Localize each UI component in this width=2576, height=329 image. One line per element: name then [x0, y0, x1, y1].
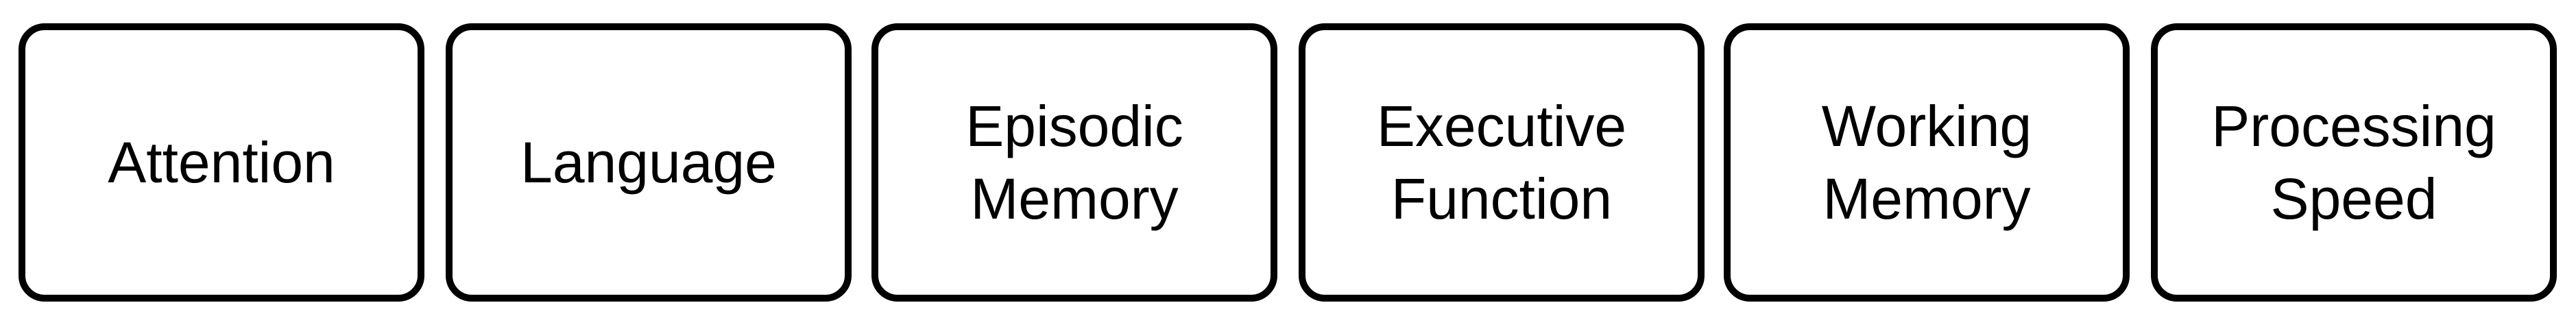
box-working-memory: Working Memory	[1724, 23, 2130, 302]
box-attention: Attention	[19, 23, 424, 302]
box-episodic-memory: Episodic Memory	[871, 23, 1277, 302]
box-working-memory-label: Working Memory	[1821, 94, 2032, 231]
box-language: Language	[446, 23, 852, 302]
box-language-label: Language	[520, 130, 777, 195]
box-executive-function: Executive Function	[1299, 23, 1705, 302]
box-episodic-memory-label: Episodic Memory	[965, 94, 1183, 231]
box-attention-label: Attention	[108, 130, 335, 195]
box-executive-function-label: Executive Function	[1376, 94, 1627, 231]
box-processing-speed: Processing Speed	[2151, 23, 2557, 302]
box-processing-speed-label: Processing Speed	[2211, 94, 2496, 231]
